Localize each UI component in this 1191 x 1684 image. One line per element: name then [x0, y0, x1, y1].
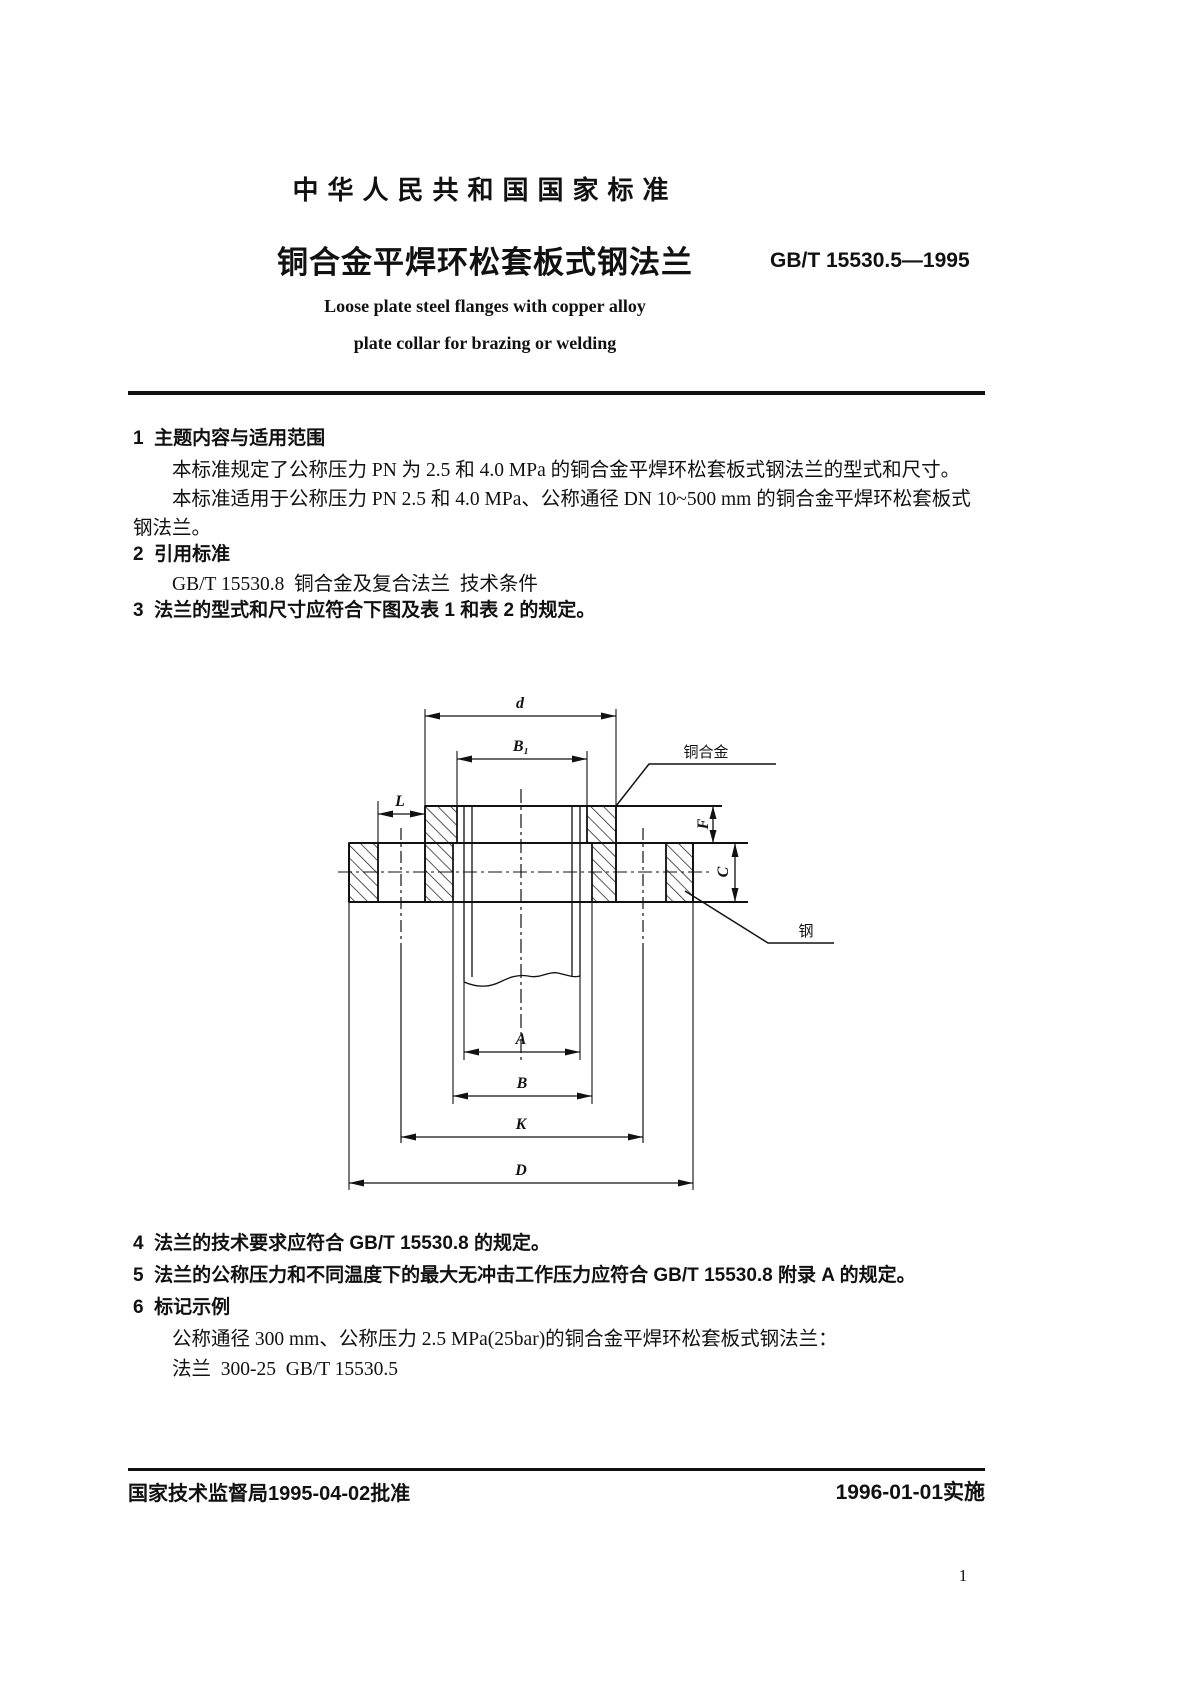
dim-label-b1: B₁ [512, 738, 529, 755]
dim-label-big-d: D [514, 1162, 527, 1179]
dim-label-f: F [695, 818, 712, 830]
copper-collar-ring-right [586, 805, 617, 844]
flange-section-diagram: d B₁ L F C A B K D 铜合金 钢 [338, 695, 834, 1190]
copper-alloy-callout-label: 铜合金 [683, 744, 728, 761]
standard-title-en-line2: plate collar for brazing or welding [353, 333, 617, 353]
section-3-text: 3 法兰的型式和尺寸应符合下图及表 1 和表 2 的规定。 [133, 600, 596, 621]
dim-label-b: B [516, 1075, 528, 1092]
section-4-text: 4 法兰的技术要求应符合 GB/T 15530.8 的规定。 [133, 1233, 551, 1254]
center-lines [338, 789, 712, 1143]
dim-label-a: A [515, 1031, 527, 1048]
section-2-reference: GB/T 15530.8 铜合金及复合法兰 技术条件 [172, 574, 538, 595]
dimension-lines [349, 715, 736, 1184]
pipe-break-line [463, 972, 581, 987]
dim-label-c: C [715, 866, 732, 877]
steel-callout-label: 钢 [798, 923, 813, 940]
section-6-paragraph: 公称通径 300 mm、公称压力 2.5 MPa(25bar)的铜合金平焊环松套… [172, 1329, 838, 1350]
standard-title-en-line1: Loose plate steel flanges with copper al… [324, 296, 646, 316]
callout-leaders [615, 763, 834, 944]
section-1-heading: 1 主题内容与适用范围 [133, 428, 326, 449]
header-rule [128, 391, 985, 395]
page-number: 1 [958, 1566, 968, 1585]
section-6-heading: 6 标记示例 [133, 1297, 231, 1318]
dim-label-k: K [515, 1116, 528, 1133]
section-6-designation-example: 法兰 300-25 GB/T 15530.5 [172, 1359, 399, 1380]
copper-alloy-leader-line [615, 763, 776, 807]
standard-number: GB/T 15530.5—1995 [770, 249, 970, 272]
dimension-arrowheads [349, 712, 739, 1187]
standard-title-cn: 铜合金平焊环松套板式钢法兰 [277, 245, 693, 280]
dim-label-l: L [394, 793, 405, 810]
section-5-text: 5 法兰的公称压力和不同温度下的最大无冲击工作压力应符合 GB/T 15530.… [133, 1265, 916, 1286]
standard-org-title: 中华人民共和国国家标准 [292, 175, 678, 205]
section-1-paragraph-2-line1: 本标准适用于公称压力 PN 2.5 和 4.0 MPa、公称通径 DN 10~5… [172, 489, 971, 510]
steel-leader-line [684, 890, 834, 944]
section-1-paragraph-2-line2: 钢法兰。 [133, 518, 212, 539]
copper-collar-ring-left [424, 805, 458, 844]
section-1-paragraph-1: 本标准规定了公称压力 PN 为 2.5 和 4.0 MPa 的铜合金平焊环松套板… [172, 460, 961, 481]
footer-rule [128, 1468, 985, 1471]
footer-implementation: 1996-01-01实施 [835, 1481, 985, 1504]
extension-lines [348, 709, 694, 1190]
footer-approval: 国家技术监督局1995-04-02批准 [128, 1483, 411, 1505]
dim-label-d: d [516, 695, 525, 712]
section-2-heading: 2 引用标准 [133, 544, 231, 565]
